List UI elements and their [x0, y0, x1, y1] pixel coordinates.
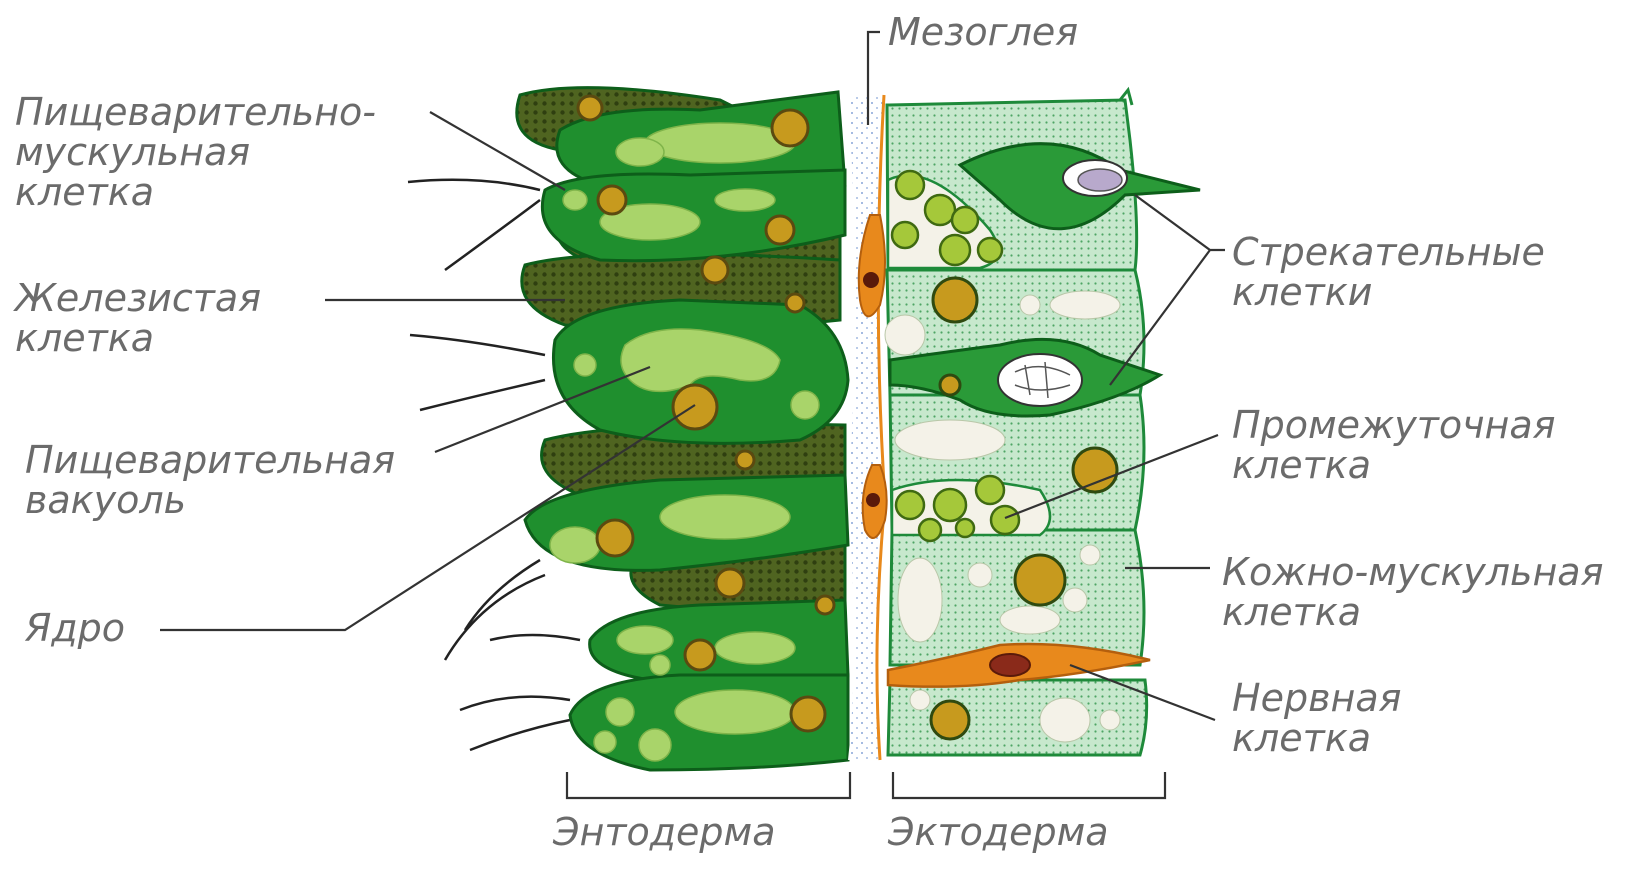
mesoglea-layer — [848, 95, 887, 760]
label-nerve-cell-line-1: Нервная — [1232, 678, 1401, 718]
ectoderm-bracket — [893, 772, 1165, 798]
label-digestive-muscle-cell-line-1: Пищеварительно- — [15, 92, 376, 132]
label-mesoglea: Мезоглея — [888, 12, 1078, 52]
label-endoderm: Энтодерма — [553, 812, 776, 852]
label-interstitial-cell-line-2: клетка — [1232, 445, 1371, 485]
label-stinging-cells-line-2: клетки — [1232, 272, 1372, 312]
label-nucleus: Ядро — [25, 608, 125, 648]
label-epithelial-muscle-cell-line-2: клетка — [1222, 592, 1361, 632]
label-interstitial-cell-line-1: Промежуточная — [1232, 405, 1556, 445]
label-digestive-muscle-cell-line-3: клетка — [15, 172, 154, 212]
ectoderm-layer — [885, 90, 1200, 755]
label-epithelial-muscle-cell-line-1: Кожно-мускульная — [1222, 552, 1603, 592]
label-ectoderm: Эктодерма — [888, 812, 1109, 852]
label-stinging-cells-line-1: Стрекательные — [1232, 232, 1545, 272]
endoderm-bracket — [567, 772, 850, 798]
label-glandular-cell-line-1: Железистая — [15, 278, 261, 318]
label-nerve-cell-line-2: клетка — [1232, 718, 1371, 758]
label-digestive-muscle-cell-line-2: мускульная — [15, 132, 250, 172]
label-digestive-vacuole-line-2: вакуоль — [25, 480, 186, 520]
label-digestive-vacuole-line-1: Пищеварительная — [25, 440, 395, 480]
label-glandular-cell-line-2: клетка — [15, 318, 154, 358]
endoderm-layer — [408, 88, 848, 770]
